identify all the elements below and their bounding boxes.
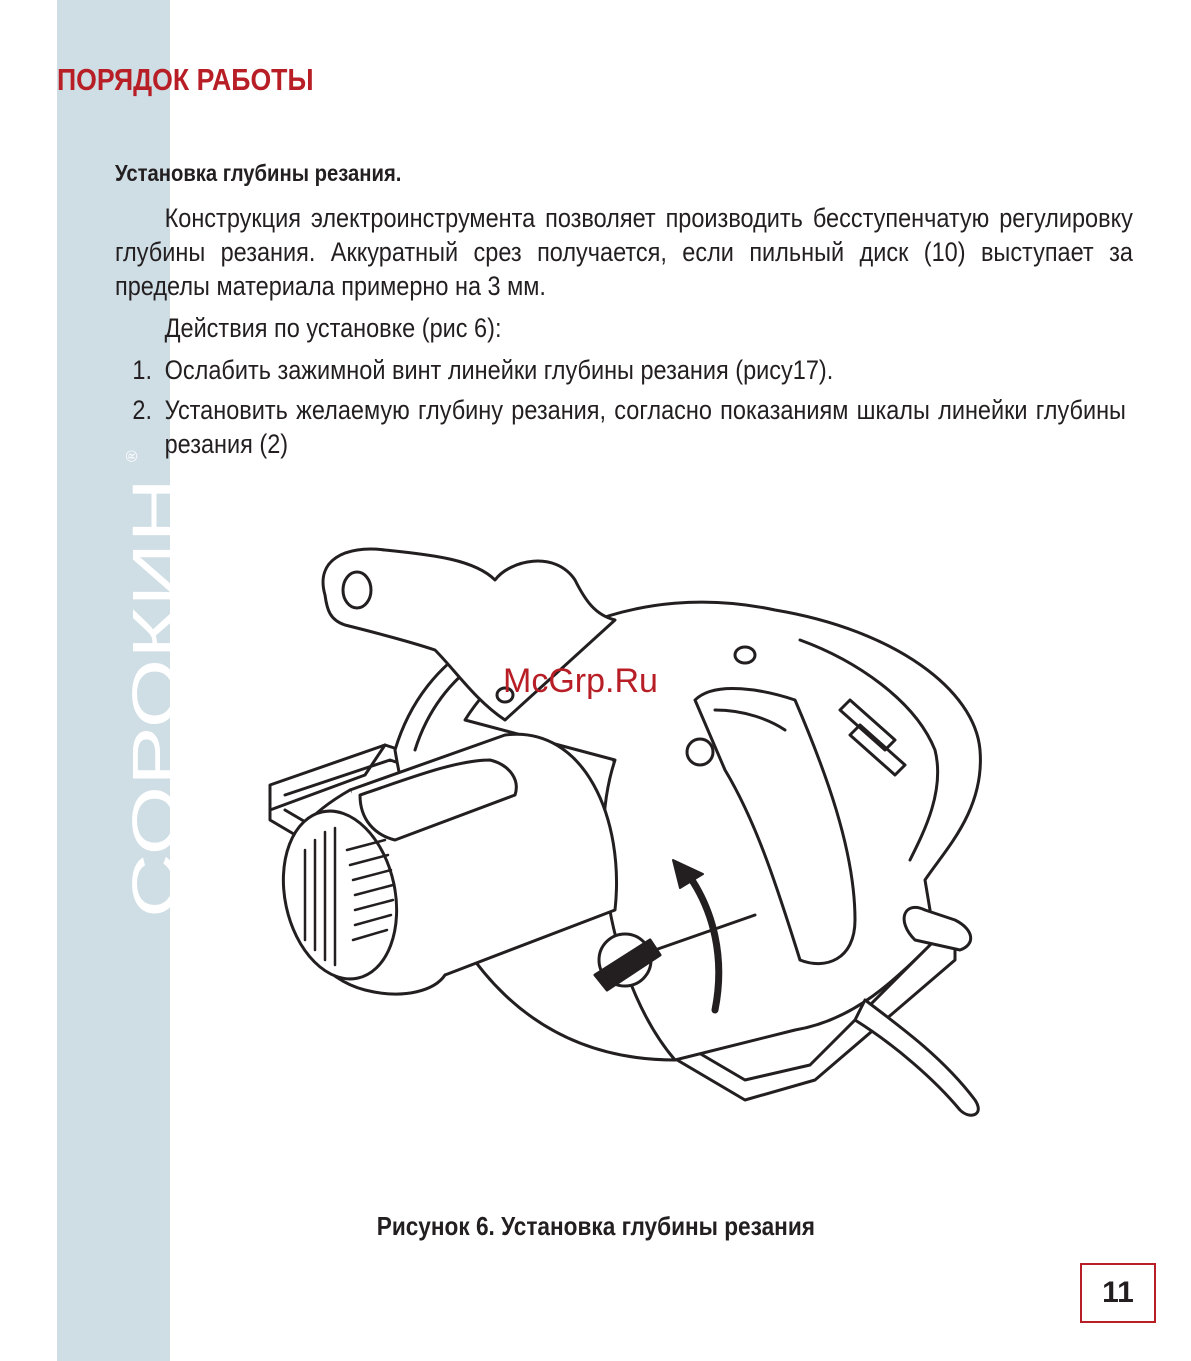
body-text: Конструкция электроинструмента позволяет… bbox=[115, 201, 1133, 467]
brand-slogan: ИНСТРУМЕНТ С ИМЕНЕМ bbox=[191, 478, 216, 918]
section-heading: Установка глубины резания. bbox=[115, 160, 402, 186]
steps-list: 1. Ослабить зажимной винт линейки глубин… bbox=[115, 353, 1133, 461]
step-number: 2. bbox=[132, 395, 153, 425]
figure-caption: Рисунок 6. Установка глубины резания bbox=[0, 1211, 1191, 1242]
figure-caption-text: Рисунок 6. Установка глубины резания bbox=[376, 1211, 815, 1241]
steps-intro: Действия по установке (рис 6): bbox=[164, 313, 502, 343]
list-item: 2. Установить желаемую глубину резания, … bbox=[115, 393, 1126, 461]
watermark-text: McGrp.Ru bbox=[503, 662, 658, 700]
step-text: Установить желаемую глубину резания, сог… bbox=[164, 395, 1126, 459]
list-item: 1. Ослабить зажимной винт линейки глубин… bbox=[115, 353, 1126, 387]
page-number: 11 bbox=[1080, 1263, 1156, 1323]
circular-saw-illustration bbox=[268, 547, 982, 1117]
sidebar-band: СОРОКИН ИНСТРУМЕНТ С ИМЕНЕМ ® bbox=[57, 0, 216, 1361]
brand-name: СОРОКИН bbox=[119, 478, 191, 918]
registered-mark: ® bbox=[124, 450, 141, 462]
step-text: Ослабить зажимной винт линейки глубины р… bbox=[164, 355, 834, 385]
brand-vertical-logo: СОРОКИН ИНСТРУМЕНТ С ИМЕНЕМ ® bbox=[119, 450, 216, 918]
description-paragraph: Конструкция электроинструмента позволяет… bbox=[115, 203, 1133, 301]
page-title: ПОРЯДОК РАБОТЫ bbox=[57, 62, 314, 97]
step-number: 1. bbox=[132, 355, 153, 385]
